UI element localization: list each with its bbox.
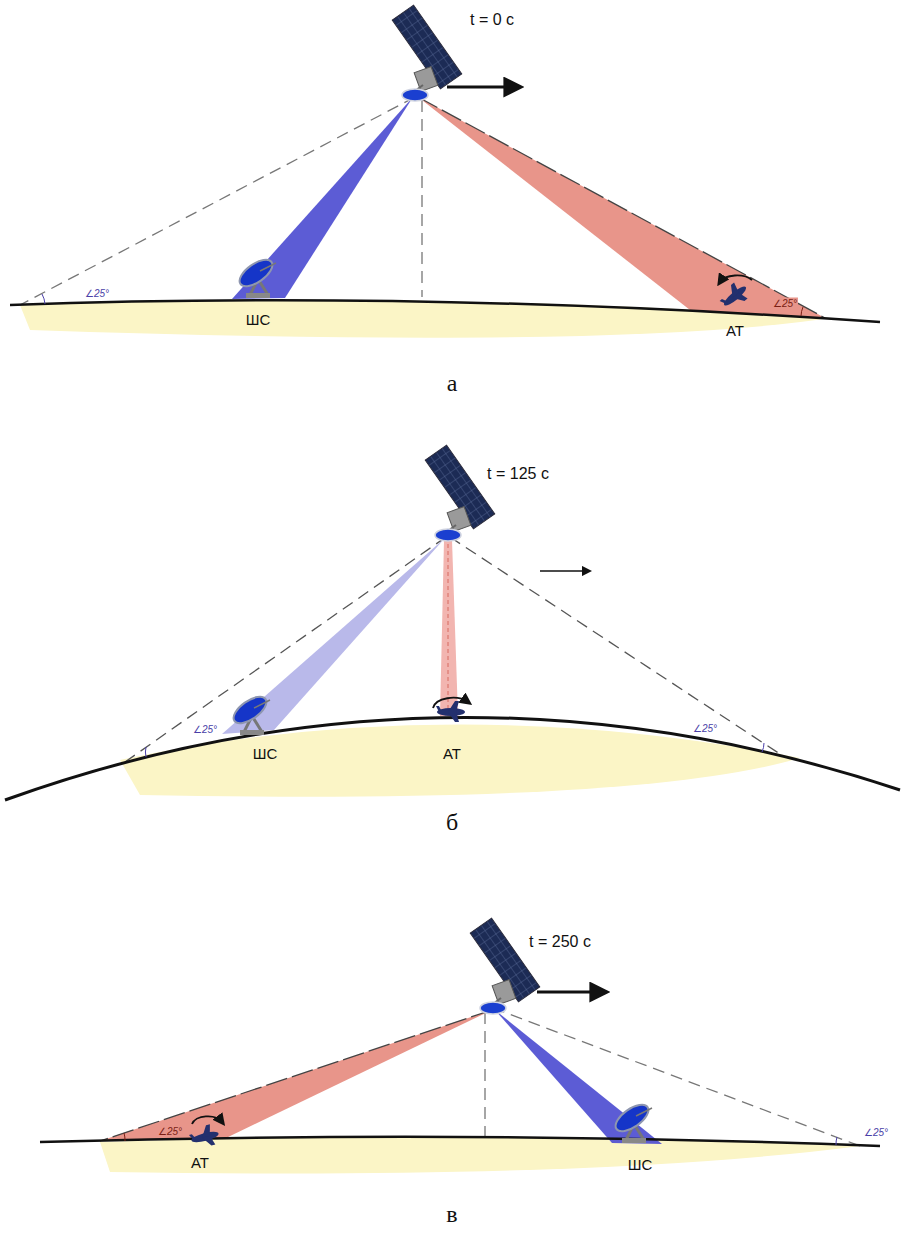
time-label: t = 250 с (529, 933, 591, 951)
panel-letter: в (446, 1201, 457, 1227)
angle-label: ∠25° (157, 1126, 183, 1137)
time-label: t = 0 с (470, 11, 514, 29)
angle-label: ∠25° (193, 724, 217, 735)
terminal-label: АТ (726, 323, 744, 340)
angle-label: ∠25° (864, 1127, 888, 1138)
station-label: ШС (246, 312, 271, 329)
time-label: t = 125 с (487, 465, 549, 483)
panel-letter: б (446, 809, 458, 835)
panel-letter: а (447, 370, 458, 396)
station-label: ШС (628, 1157, 653, 1174)
angle-label: ∠25° (772, 298, 798, 309)
station-label: ШС (253, 746, 278, 763)
angle-label: ∠25° (693, 723, 717, 734)
terminal-label: АТ (191, 1155, 209, 1172)
terminal-label: АТ (443, 746, 461, 763)
angle-label: ∠25° (85, 288, 109, 299)
